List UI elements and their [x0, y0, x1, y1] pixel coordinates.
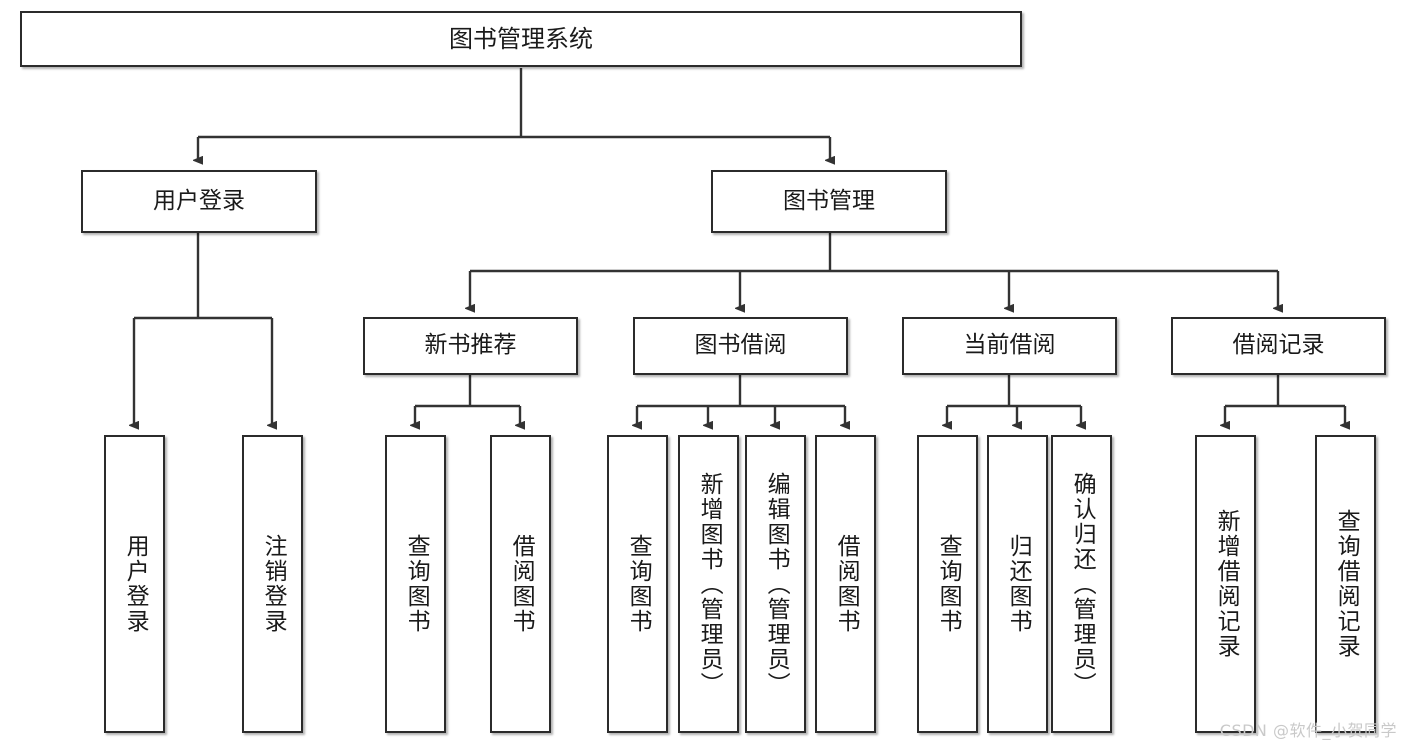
node-label: 用户登录 — [153, 187, 245, 214]
node-book-management[interactable]: 图书管理 — [711, 170, 947, 233]
node-label: 图书借阅 — [694, 332, 787, 359]
leaf-new-book-borrow-book[interactable]: 借阅图书 — [490, 435, 551, 733]
node-label: 确认归还（管理员） — [1069, 471, 1096, 697]
leaf-book-borrow-borrow-book[interactable]: 借阅图书 — [815, 435, 876, 733]
leaf-book-borrow-add-book-admin[interactable]: 新增图书（管理员） — [678, 435, 739, 733]
node-label: 图书管理 — [783, 187, 875, 214]
leaf-book-borrow-query-book[interactable]: 查询图书 — [607, 435, 668, 733]
node-label: 借阅图书 — [508, 534, 535, 634]
node-label: 当前借阅 — [963, 332, 1056, 359]
leaf-current-borrow-query-book[interactable]: 查询图书 — [917, 435, 978, 733]
node-label: 借阅图书 — [833, 534, 860, 634]
node-user-login[interactable]: 用户登录 — [81, 170, 317, 233]
node-label: 查询图书 — [935, 534, 962, 634]
node-label: 查询借阅记录 — [1333, 509, 1360, 659]
node-label: 新书推荐 — [424, 332, 517, 359]
node-book-borrow[interactable]: 图书借阅 — [633, 317, 848, 375]
node-label: 归还图书 — [1005, 534, 1032, 634]
node-label: 借阅记录 — [1232, 332, 1325, 359]
node-new-book-recommend[interactable]: 新书推荐 — [363, 317, 578, 375]
node-borrow-record[interactable]: 借阅记录 — [1171, 317, 1386, 375]
node-label: 注销登录 — [260, 534, 287, 634]
leaf-current-borrow-return-book[interactable]: 归还图书 — [987, 435, 1048, 733]
node-label: 查询图书 — [625, 534, 652, 634]
node-label: 用户登录 — [122, 534, 149, 634]
leaf-user-login-logout[interactable]: 注销登录 — [242, 435, 303, 733]
leaf-new-book-query-book[interactable]: 查询图书 — [385, 435, 446, 733]
node-label: 新增借阅记录 — [1213, 509, 1240, 659]
leaf-current-borrow-confirm-return-admin[interactable]: 确认归还（管理员） — [1051, 435, 1112, 733]
node-current-borrow[interactable]: 当前借阅 — [902, 317, 1117, 375]
node-label: 编辑图书（管理员） — [763, 471, 790, 697]
node-root-book-management-system[interactable]: 图书管理系统 — [20, 11, 1022, 67]
leaf-borrow-record-query-record[interactable]: 查询借阅记录 — [1315, 435, 1376, 733]
node-label: 图书管理系统 — [449, 24, 593, 53]
node-label: 新增图书（管理员） — [696, 471, 723, 697]
leaf-user-login-login[interactable]: 用户登录 — [104, 435, 165, 733]
leaf-book-borrow-edit-book-admin[interactable]: 编辑图书（管理员） — [745, 435, 806, 733]
node-label: 查询图书 — [403, 534, 430, 634]
watermark-text: CSDN @软件_小贺同学 — [1219, 721, 1397, 740]
leaf-borrow-record-add-record[interactable]: 新增借阅记录 — [1195, 435, 1256, 733]
